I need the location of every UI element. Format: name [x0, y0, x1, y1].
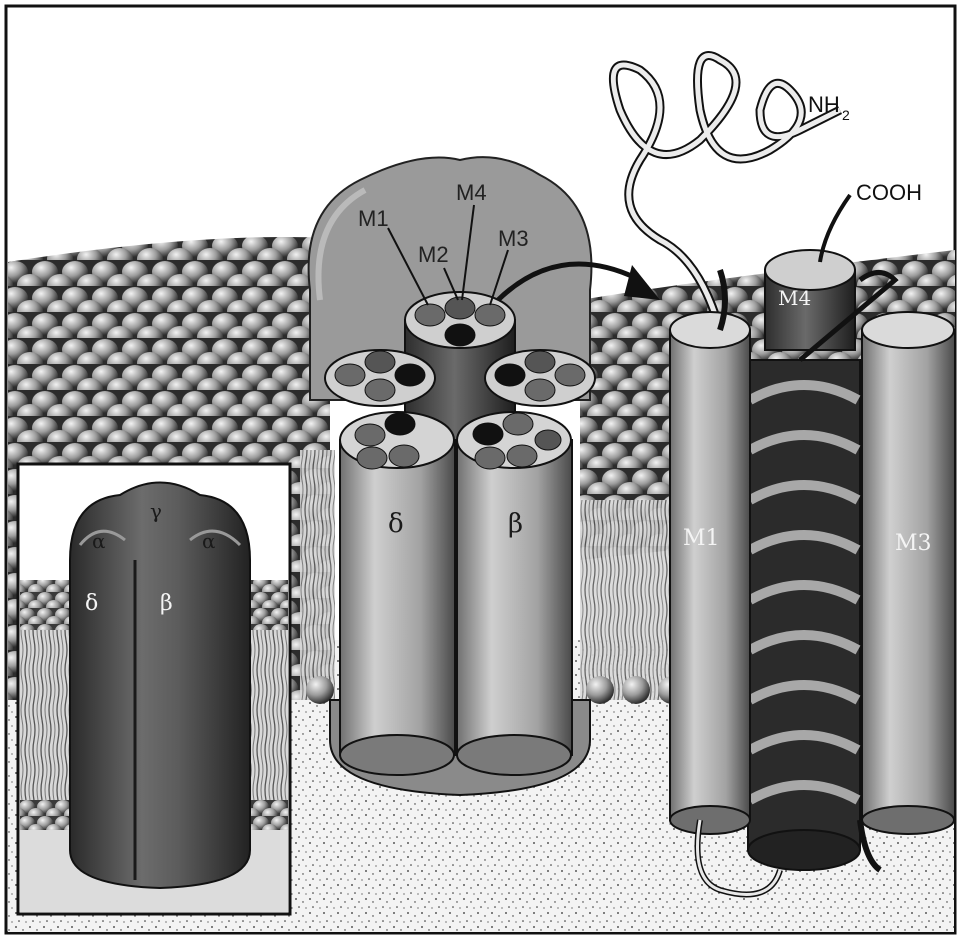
delta-subunit	[340, 440, 455, 755]
inset-label-beta: β	[160, 591, 173, 616]
m3-helix	[862, 330, 955, 820]
label-m4-detail: M4	[778, 286, 811, 310]
label-m1: M1	[358, 206, 389, 231]
label-m3: M3	[498, 226, 529, 251]
label-delta: δ	[388, 509, 404, 539]
inset-label-alpha-right: α	[202, 529, 216, 553]
label-m1-detail: M1	[683, 526, 720, 551]
inset-label-gamma: γ	[150, 499, 162, 523]
inset-label-alpha-left: α	[92, 529, 106, 553]
inset-panel: α γ α δ β	[18, 464, 290, 914]
label-m3-detail: M3	[895, 531, 932, 556]
beta-subunit	[457, 440, 572, 755]
label-cooh: COOH	[856, 180, 922, 205]
label-nh2: NH	[808, 92, 840, 117]
label-nh2-subscript: 2	[842, 107, 850, 123]
label-beta: β	[508, 509, 523, 539]
lipid-tail-strip	[580, 500, 680, 700]
lipid-tail-strip-mid	[300, 450, 335, 700]
label-m2: M2	[418, 242, 449, 267]
inset-label-delta: δ	[85, 591, 98, 616]
m1-helix	[670, 330, 750, 820]
label-m4: M4	[456, 180, 487, 205]
